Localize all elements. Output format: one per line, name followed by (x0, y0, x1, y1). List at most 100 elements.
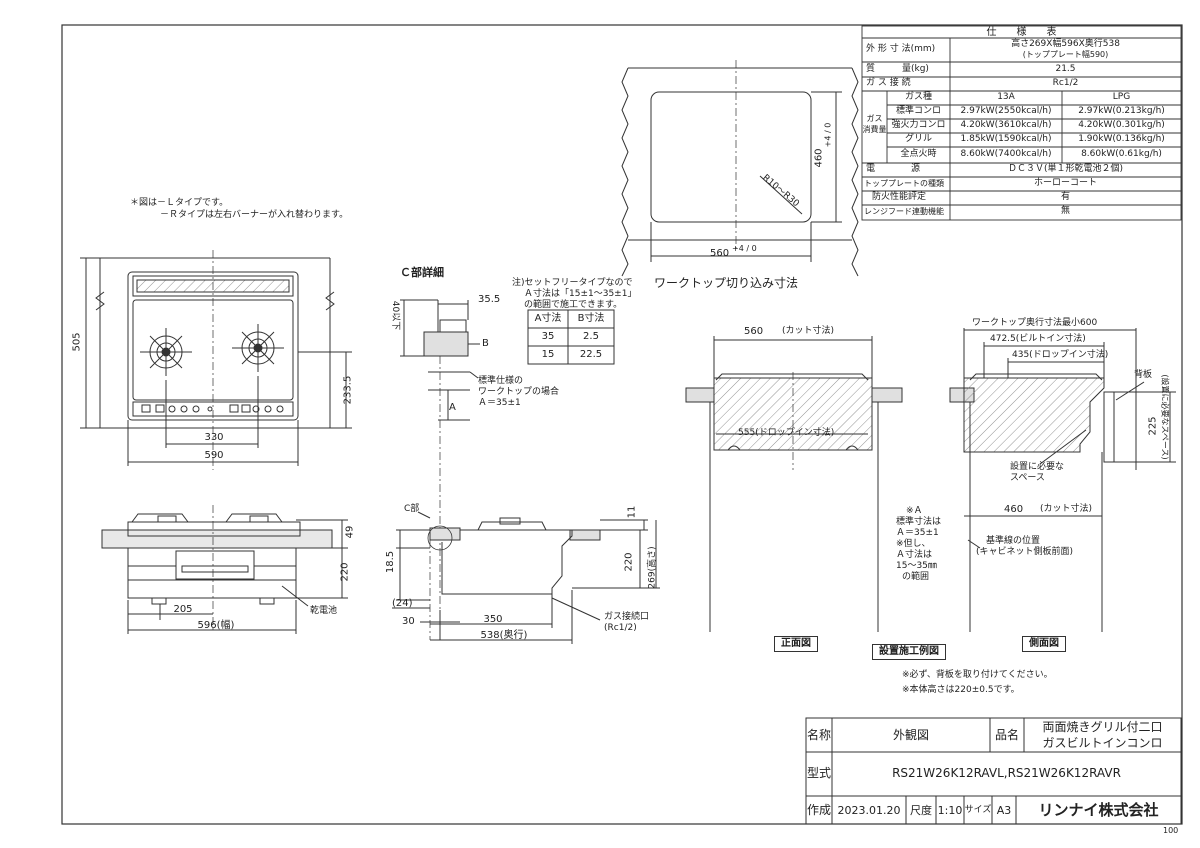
spec-mass-value: 21.5 (1055, 64, 1076, 74)
spec-row-lpg: 8.60kW(0.61kg/h) (1081, 149, 1162, 159)
dim-590: 590 (204, 450, 224, 461)
back-panel-label: 背板 (1134, 370, 1153, 380)
dim-350: 350 (483, 614, 503, 625)
ab-cell: 15 (541, 349, 555, 360)
worktop-cut-plan (621, 60, 859, 277)
install-cut-width: 560 (744, 326, 764, 337)
footer-note-2: ※本体高さは220±0.5です。 (902, 685, 1020, 695)
spec-row-lpg: 4.20kW(0.301kg/h) (1078, 120, 1165, 130)
ab-head-a: A寸法 (534, 313, 562, 324)
built-in-dim: 472.5(ビルトイン寸法) (990, 334, 1086, 344)
ab-cell: 2.5 (583, 331, 599, 342)
ab-cell: 35 (541, 331, 555, 342)
dim-505: 505 (71, 332, 83, 352)
tb-model-label: 型式 (806, 766, 831, 780)
star-a-3: Ａ＝35±1 (896, 528, 939, 538)
spec-row-13a: 4.20kW(3610kcal/h) (960, 120, 1052, 130)
cut-width: 560 (710, 248, 730, 259)
tb-scale-label: 尺度 (910, 804, 932, 817)
dim-330: 330 (204, 432, 224, 443)
label-a: A (449, 402, 456, 413)
std-worktop-3: Ａ＝35±1 (478, 398, 521, 408)
space-label-2: スペース (1010, 473, 1045, 483)
spec-row-13a: 2.97kW(2550kcal/h) (960, 106, 1052, 116)
dim-35-5: 35.5 (478, 294, 501, 305)
spec-power-value: ＤＣ３Ｖ(単１形乾電池２個) (1007, 164, 1124, 174)
tb-size-label: サイズ (964, 805, 992, 815)
dim-220-front: 220 (339, 562, 351, 582)
tb-made-label: 作成 (806, 803, 831, 817)
top-view (80, 250, 352, 470)
spec-mass-label: 質 量(kg) (866, 64, 929, 74)
setfree-note-2: Ａ寸法は「15±1～35±1」 (524, 289, 637, 299)
install-front-section (685, 336, 903, 632)
spec-gas-type-label: ガス種 (904, 92, 932, 102)
spec-row-label: 標準コンロ (895, 106, 941, 116)
spec-row-label: グリル (904, 134, 932, 144)
spec-row-13a: 1.85kW(1590kcal/h) (960, 134, 1052, 144)
spec-row-label: 強火力コンロ (891, 120, 946, 130)
tb-company: リンナイ株式会社 (1038, 801, 1159, 819)
dim-269: 269(高さ) (647, 546, 658, 589)
page-code: 100 (1163, 826, 1179, 835)
setfree-note-1: 注)セットフリータイプなので (512, 278, 633, 288)
worktop-depth: ワークトップ奥行寸法最小600 (972, 318, 1098, 328)
spec-hood-value: 無 (1060, 206, 1070, 216)
cut-depth: 460 (813, 148, 825, 168)
spec-table-grid (861, 25, 1182, 221)
spec-consumption-1: ガス (866, 114, 883, 123)
spec-row-lpg: 1.90kW(0.136kg/h) (1078, 134, 1165, 144)
tb-product-label: 品名 (994, 728, 1019, 742)
dim-205: 205 (173, 604, 193, 615)
front-view (101, 505, 348, 634)
tb-scale-value: 1:10 (937, 804, 963, 817)
setfree-note-3: の範囲で施工できます。 (524, 300, 623, 310)
ref-line-2: (キャビネット側板前面) (976, 547, 1074, 557)
c-part-label: C部 (404, 504, 420, 514)
spec-size-label: 外 形 寸 法(mm) (866, 44, 936, 54)
spec-top-plate-value: ホーローコート (1033, 178, 1097, 188)
tb-size-value: A3 (996, 804, 1012, 817)
drop-in-side-dim: 435(ドロップイン寸法) (1012, 350, 1109, 360)
spec-gas-13a: 13A (997, 92, 1015, 102)
star-a-6: 15～35㎜ (896, 561, 937, 571)
spec-title: 仕 様 表 (986, 27, 1057, 38)
spec-row-13a: 8.60kW(7400kcal/h) (960, 149, 1052, 159)
spec-size-value-1: 高さ269X幅596X奥行538 (1011, 39, 1120, 49)
front-view-label: 正面図 (774, 636, 818, 652)
tb-name-label: 名称 (806, 728, 831, 742)
title-block-grid (805, 717, 1182, 825)
star-a-1: ※Ａ (906, 506, 923, 516)
star-a-2: 標準寸法は (896, 517, 942, 527)
install-cut-width-note: (カット寸法) (782, 326, 835, 336)
ab-cell: 22.5 (579, 349, 603, 360)
side-cut-depth-note: (カット寸法) (1040, 504, 1093, 514)
star-a-5: Ａ寸法は (896, 550, 933, 560)
ref-line-1: 基準線の位置 (986, 536, 1041, 546)
dim-11: 11 (626, 505, 638, 519)
spec-hood-label: レンジフード連動機能 (864, 207, 944, 216)
tb-made-value: 2023.01.20 (837, 804, 901, 817)
spec-power-label: 電 源 (866, 164, 921, 174)
space-label-1: 設置に必要な (1010, 462, 1065, 472)
std-worktop-2: ワークトップの場合 (478, 387, 560, 397)
side-view (392, 511, 660, 644)
star-a-7: の範囲 (902, 572, 930, 582)
dim-30: 30 (402, 616, 415, 627)
star-a-4: ※但し、 (896, 539, 931, 549)
install-drop-in: 555(ドロップイン寸法) (738, 428, 835, 438)
tb-product-value-2: ガスビルトインコンロ (1042, 736, 1163, 750)
spec-size-value-2: (トッププレート幅590) (1022, 50, 1109, 59)
figure-note-1: ＊図は－Ｌタイプです。 (130, 198, 229, 208)
detail-c-title: Ｃ部詳細 (400, 266, 444, 279)
figure-note-2: －Ｒタイプは左右バーナーが入れ替わります。 (160, 210, 349, 220)
spec-row-label: 全点火時 (900, 149, 937, 159)
dim-49: 49 (344, 525, 356, 539)
ab-head-b: B寸法 (577, 313, 605, 324)
spec-fire-value: 有 (1060, 192, 1070, 202)
dim-233-5: 233.5 (342, 375, 354, 405)
spec-fire-label: 防火性能評定 (872, 192, 927, 202)
detail-c (400, 299, 480, 640)
